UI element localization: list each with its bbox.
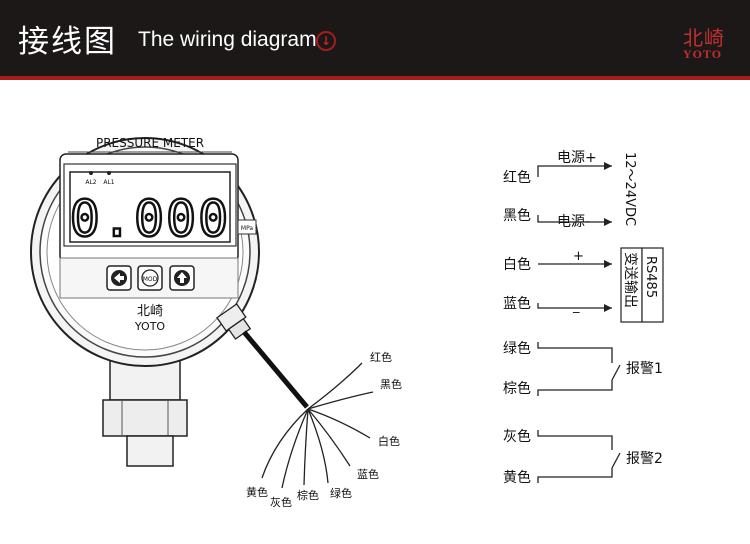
alarm2-line-top [537,430,613,450]
brand-logo-en: YOTO [683,47,723,61]
gauge-brand-cn: 北崎 [137,304,163,319]
power-plus-label: 电源+ [557,150,597,166]
alarm2-switch [611,452,621,469]
terminal-black: 黑色 [503,207,531,224]
wire-label-green: 绿色 [330,486,352,500]
terminal-red: 红色 [503,169,531,186]
power-plus-arrow [604,162,612,170]
alarm1-label: 报警1 [626,361,663,377]
output-label-cn: 变送输出 [622,252,638,308]
power-minus-line [537,215,612,223]
terminal-brown: 棕色 [503,380,531,397]
hex-nut [102,399,188,437]
al1-led [107,171,111,175]
power-plus-line [537,165,612,177]
meter-label: PRESSURE METER [96,136,204,150]
wire-black [307,391,374,410]
output-minus-line [537,303,612,309]
al1-label: AL1 [103,179,114,186]
terminal-schematic: 红色 黑色 白色 蓝色 绿色 棕色 灰色 黄色 [503,150,664,486]
alarm1-line-bottom [537,380,613,396]
terminal-white: 白色 [503,256,531,273]
wire-label-yellow: 黄色 [246,485,268,499]
wire-brown [303,408,309,486]
lcd-screen [69,171,231,243]
wire-red [307,362,363,410]
wiring-diagram: PRESSURE METER AL2 AL1 0.000 MPa MOD 北崎 … [30,136,664,509]
pressure-gauge: PRESSURE METER AL2 AL1 0.000 MPa MOD 北崎 … [30,136,260,467]
arrow-down-circle-icon: ↓ [316,31,336,51]
al2-led [89,171,93,175]
alarm2-line-bottom [537,468,613,483]
alarm1-switch [611,364,621,381]
power-minus-arrow [604,218,612,226]
header-accent-line [0,76,750,80]
wire-label-white: 白色 [378,434,400,448]
header-bar: 接线图 The wiring diagram ↓ 北崎 YOTO [0,0,750,80]
alarm1-line-top [537,342,613,363]
gauge-brand-en: YOTO [134,320,165,333]
output-box-en [641,247,664,323]
thread-port [126,435,174,467]
output-minus-arrow [604,304,612,312]
output-plus-arrow [604,260,612,268]
cable-gland [216,303,252,340]
output-minus-label: _ [572,299,580,314]
cable-sheath [242,330,309,409]
supply-voltage-label: 12～24VDC [622,152,637,226]
lcd-reading: 0.000 [70,190,231,248]
wire-label-black: 黑色 [380,377,402,391]
page-title-en: The wiring diagram [138,28,317,51]
wire-label-blue: 蓝色 [357,467,379,481]
wire-blue [307,408,351,467]
wire-gray [281,408,309,489]
terminal-gray: 灰色 [503,428,531,445]
power-minus-label: 电源- [557,214,590,230]
wire-green [307,408,329,484]
al2-label: AL2 [85,179,96,186]
cable-bundle [242,330,374,489]
unit-label: MPa [241,225,254,232]
brand-logo-cn: 北崎 [683,26,725,50]
terminal-green: 绿色 [503,340,531,357]
page-title-cn: 接线图 [18,24,117,60]
wire-yellow [261,408,309,479]
terminal-yellow: 黄色 [503,469,531,486]
alarm2-label: 报警2 [626,451,663,467]
wire-label-gray: 灰色 [270,495,292,509]
mod-label: MOD [143,276,158,283]
wire-label-red: 红色 [370,350,392,364]
output-plus-label: + [573,249,584,264]
wire-label-brown: 棕色 [297,488,319,502]
wire-white [307,408,371,439]
output-label-en: RS485 [643,256,658,298]
terminal-blue: 蓝色 [503,295,531,312]
